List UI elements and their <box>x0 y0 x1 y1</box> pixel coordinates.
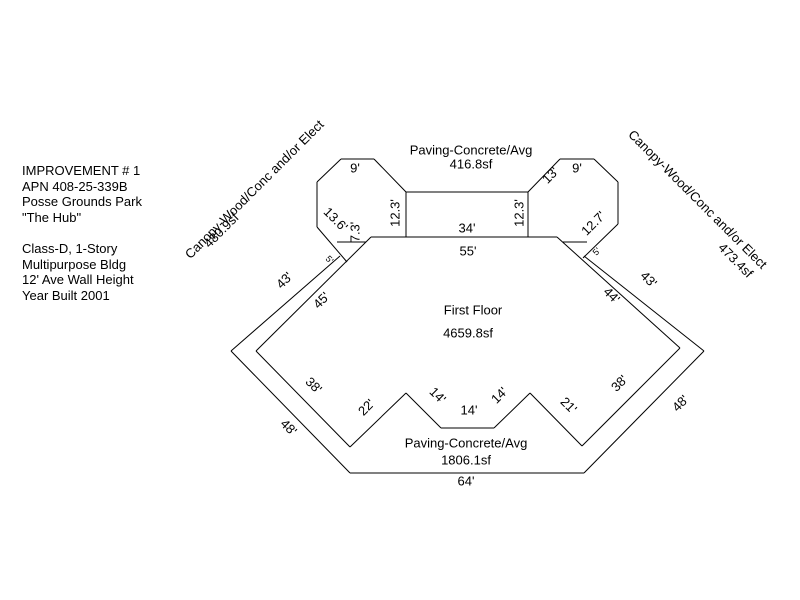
dim-left-inner-45: 45' <box>310 289 333 312</box>
wall-right-lower <box>581 347 681 447</box>
right-canopy-edge-1 <box>527 158 561 193</box>
dim-top-paving-left: 12.3' <box>387 199 402 227</box>
right-canopy-label: Canopy-Wood/Conc and/or Elect <box>625 127 770 272</box>
top-paving-area: 416.8sf <box>450 156 493 171</box>
wall-left-notch <box>349 392 407 448</box>
top-paving-outline <box>405 191 529 237</box>
dim-left-outer-43: 43' <box>273 269 296 292</box>
first-floor-outline <box>255 236 681 448</box>
dim-notch-bottom-14: 14' <box>461 402 478 417</box>
outer-left-lower <box>230 350 351 474</box>
outer-left-upper <box>230 255 341 352</box>
wall-height: 12' Ave Wall Height <box>22 272 134 288</box>
first-floor-area: 4659.8sf <box>443 325 493 340</box>
left-canopy-edge-5 <box>316 226 348 263</box>
dim-top-paving-width: 34' <box>459 220 476 235</box>
wall-left-lower <box>255 350 351 448</box>
right-canopy-edge-5 <box>582 223 619 259</box>
top-paving-label: Paving-Concrete/Avg <box>410 142 533 157</box>
left-canopy-edge-3 <box>316 158 342 183</box>
wall-left-upper <box>255 236 372 352</box>
dim-left-small: 5' <box>324 254 336 266</box>
dim-right-canopy-9: 9' <box>572 160 582 175</box>
dim-notch-right-14: 14' <box>488 384 511 407</box>
bottom-paving-label: Paving-Concrete/Avg <box>405 435 528 450</box>
bottom-paving-area: 1806.1sf <box>441 452 491 467</box>
dim-right-21: 21' <box>557 394 580 417</box>
property-name: Posse Grounds Park <box>22 194 142 210</box>
outer-right-lower <box>583 350 705 474</box>
dim-right-small: 5' <box>591 245 603 257</box>
left-canopy-edge-1 <box>373 158 407 193</box>
dim-left-outer-48: 48' <box>277 416 300 439</box>
dim-right-canopy-13: 13' <box>539 164 562 187</box>
wall-notch-left <box>405 392 442 429</box>
apn: APN 408-25-339B <box>22 178 128 194</box>
dim-top-paving-right: 12.3' <box>511 199 526 227</box>
wall-right-upper <box>556 236 681 349</box>
dim-bottom-64: 64' <box>458 473 475 488</box>
first-floor-label: First Floor <box>444 302 503 317</box>
outer-right-upper <box>583 255 705 352</box>
dim-left-canopy-top: 9' <box>350 160 360 175</box>
right-canopy-edge-3 <box>593 158 619 183</box>
wall-notch-right <box>493 392 531 429</box>
dim-right-canopy-diag: 12.7' <box>578 208 608 238</box>
improvement-number: IMPROVEMENT # 1 <box>22 163 141 178</box>
wall-right-notch <box>529 392 583 447</box>
dim-building-top: 55' <box>460 243 477 258</box>
dim-right-outer-48: 48' <box>669 392 692 415</box>
building-class: Class-D, 1-Story <box>22 240 118 256</box>
dim-left-canopy-side: 7.3' <box>347 222 362 243</box>
bottom-paving-outline <box>230 255 705 474</box>
right-canopy-outline <box>527 158 619 259</box>
left-canopy-outline <box>316 158 407 263</box>
dim-left-canopy-diag: 13.6' <box>321 204 351 234</box>
improvement-info: IMPROVEMENT # 1 APN 408-25-339B Posse Gr… <box>22 163 142 303</box>
year-built: Year Built 2001 <box>22 287 110 303</box>
dim-right-inner-44: 44' <box>600 284 623 307</box>
dim-notch-left-14: 14' <box>426 384 449 407</box>
dim-right-38: 38' <box>608 372 631 395</box>
dim-left-38: 38' <box>302 374 325 397</box>
building-name: "The Hub" <box>22 209 82 225</box>
dim-right-outer-43: 43' <box>637 268 660 291</box>
dim-left-22: 22' <box>355 396 378 419</box>
building-use: Multipurpose Bldg <box>22 256 127 272</box>
